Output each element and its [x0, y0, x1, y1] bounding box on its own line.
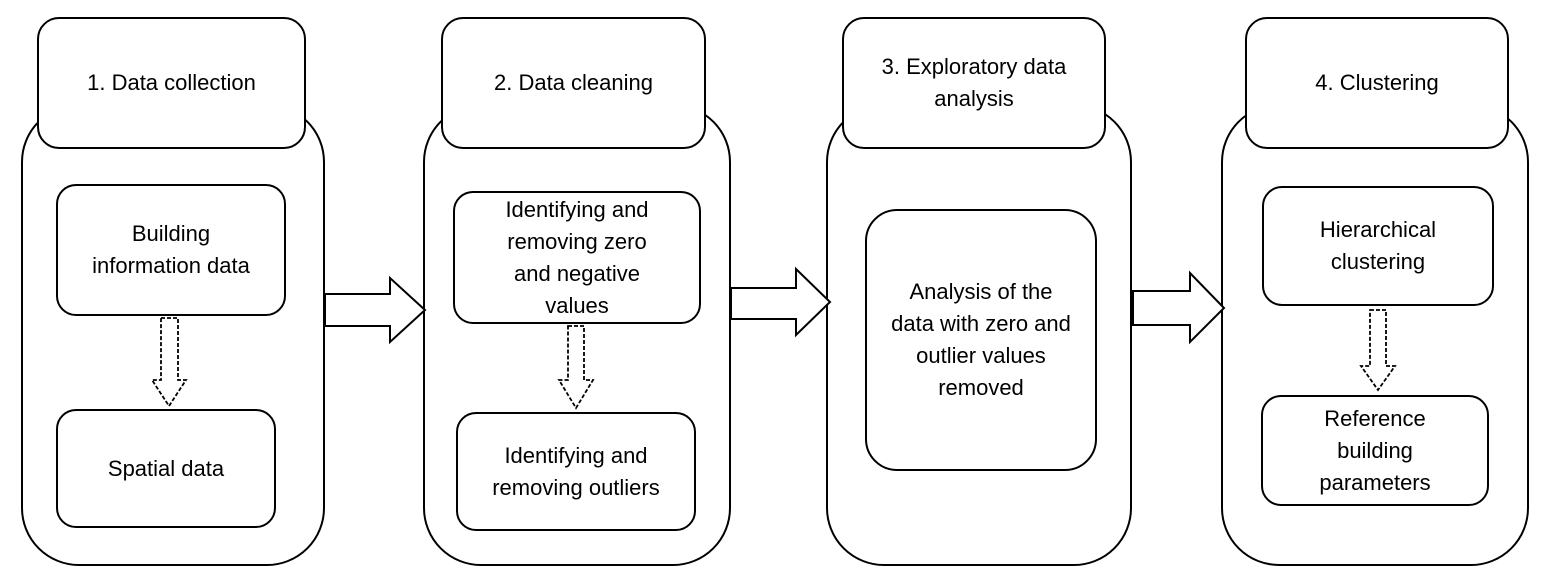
stage-4-step-2-text: Reference building parameters [1319, 405, 1431, 495]
stage-1-step-2-text: Spatial data [107, 455, 225, 481]
stage-4-step-2: Reference building parameters [1261, 395, 1489, 506]
stage-2-step-2-text: Identifying and removing outliers [492, 442, 660, 500]
stage-3-step-1: Analysis of the data with zero and outli… [865, 209, 1097, 471]
stage-1-title-text: 1. Data collection [87, 70, 256, 95]
stage-1-down-arrow [150, 317, 188, 408]
stage-2-title-text: 2. Data cleaning [494, 70, 653, 95]
stage-3-to-4-arrow [1132, 270, 1226, 345]
stage-1-step-1-text: Building information data [92, 221, 250, 278]
stage-1-step-2: Spatial data [56, 409, 276, 528]
stage-4-title-text: 4. Clustering [1315, 70, 1439, 95]
stage-4-step-1-text: Hierarchical clustering [1319, 217, 1437, 274]
stage-3-title-text: 3. Exploratory data analysis [881, 54, 1067, 111]
stage-2-step-1-text: Identifying and removing zero and negati… [505, 196, 649, 318]
stage-2-to-3-arrow [730, 266, 832, 338]
stage-2-title: 2. Data cleaning [441, 17, 706, 149]
stage-4-title: 4. Clustering [1245, 17, 1509, 149]
stage-2-step-2: Identifying and removing outliers [456, 412, 696, 531]
stage-1-step-1: Building information data [56, 184, 286, 316]
stage-4-down-arrow [1359, 309, 1397, 392]
stage-2-down-arrow [557, 325, 595, 410]
stage-3-title: 3. Exploratory data analysis [842, 17, 1106, 149]
stage-2-step-1: Identifying and removing zero and negati… [453, 191, 701, 324]
stage-3-step-1-text: Analysis of the data with zero and outli… [891, 279, 1071, 400]
stage-1-to-2-arrow [324, 275, 427, 345]
stage-1-title: 1. Data collection [37, 17, 306, 149]
stage-4-step-1: Hierarchical clustering [1262, 186, 1494, 306]
